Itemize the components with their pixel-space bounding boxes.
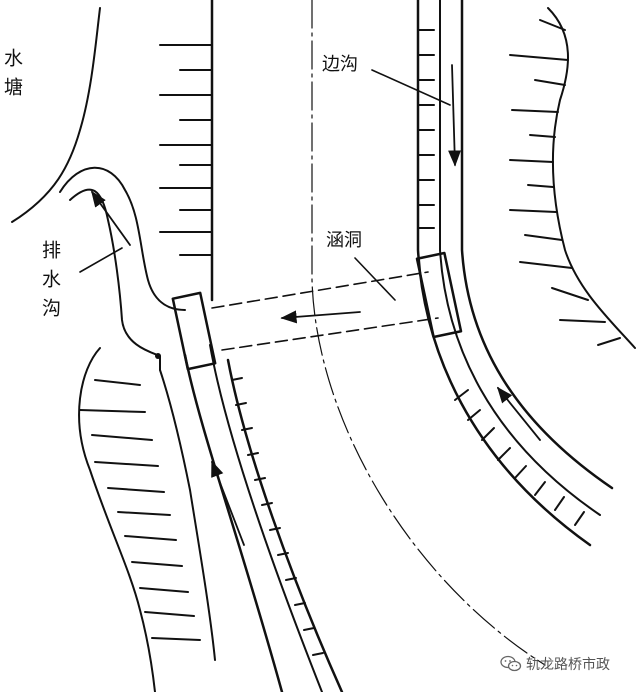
right-road-edge-2: [439, 0, 601, 516]
leader-drainage-ditch: [79, 247, 123, 273]
flow-arrow-left-ditch: [211, 460, 245, 546]
wechat-icon: [500, 655, 522, 672]
side-ditch-label: 边沟: [322, 54, 358, 75]
ditch-junction-dot: [155, 353, 161, 359]
culvert-inlet-headwall: [171, 291, 217, 371]
watermark: 轨龙路桥市政: [500, 654, 610, 674]
culvert-pipe-top: [211, 271, 429, 309]
right-slope-hatching: [509, 19, 621, 346]
flow-arrow-right-ditch: [496, 386, 541, 441]
drainage-ditch-inner-bank: [69, 188, 161, 371]
leader-side-ditch: [371, 69, 451, 106]
left-ditch-hatching-lower: [231, 377, 324, 656]
right-road-edge-3: [460, 0, 614, 490]
culvert-outlet-headwall: [415, 251, 463, 339]
left-road-edge-lower-1: [183, 353, 284, 692]
drainage-ditch-label: 排水沟: [39, 240, 61, 327]
left-road-edge-lower-2: [209, 344, 323, 692]
road-centerline: [311, 0, 546, 666]
pond-label: 水塘: [1, 48, 23, 106]
leader-culvert: [354, 257, 396, 301]
flow-arrow-side-ditch: [448, 64, 462, 167]
left-road-edge-lower-3: [226, 358, 344, 692]
right-hillside-outline: [547, 7, 636, 349]
lower-left-slope-hatching: [79, 379, 201, 641]
lower-left-inner-bank: [159, 369, 216, 661]
pond-shoreline: [11, 7, 101, 223]
left-slope-hatching-upper: [159, 44, 213, 256]
lower-left-hillside-outline: [78, 347, 156, 692]
drainage-ditch-outer-bank: [59, 166, 186, 311]
culvert-pipe-bottom: [221, 317, 439, 351]
flow-arrow-drain-ditch: [91, 190, 131, 246]
side-ditch-hatching: [417, 29, 585, 526]
culvert-label: 涵洞: [326, 230, 362, 251]
flow-arrow-culvert: [280, 310, 361, 324]
watermark-text: 轨龙路桥市政: [526, 657, 610, 673]
